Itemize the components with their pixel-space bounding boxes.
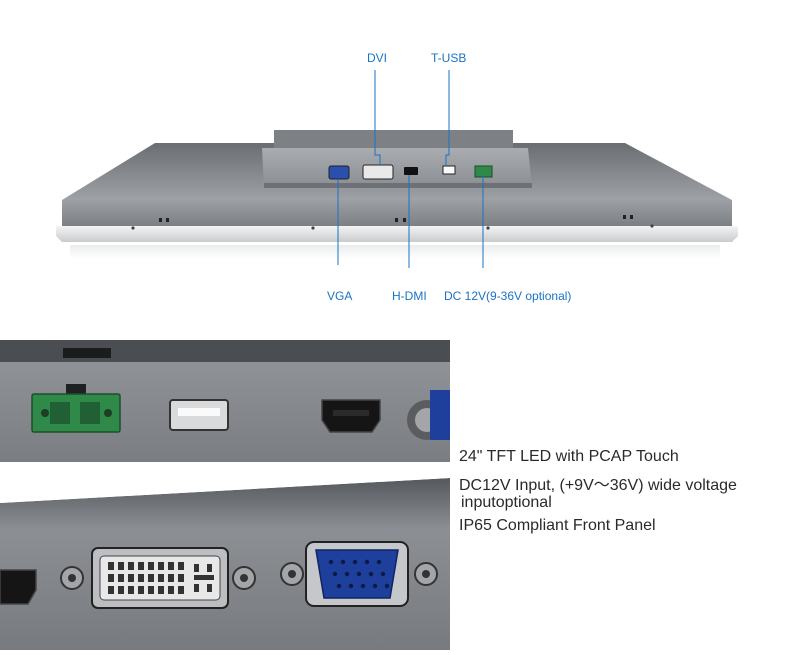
- monitor-rear-view: [56, 70, 738, 268]
- closeup-ports-top: [0, 340, 450, 462]
- screw-icon: [407, 390, 450, 440]
- spec-line-display: 24" TFT LED with PCAP Touch: [459, 448, 679, 465]
- vga-label: VGA: [327, 289, 353, 303]
- dvi-port-small-icon: [362, 164, 394, 180]
- spec-line-ip65: IP65 Compliant Front Panel: [459, 517, 656, 534]
- vga-port-icon: [280, 541, 438, 607]
- usb-port-icon: [169, 399, 229, 431]
- hdmi-port-partial-icon: [0, 569, 37, 605]
- usb-port-small-icon: [442, 165, 456, 175]
- dvi-label: DVI: [367, 51, 388, 65]
- vga-port-small-icon: [328, 165, 350, 180]
- spec-line-input: DC12V Input, (+9V～36V) wide voltage: [459, 477, 737, 494]
- dc-label: DC 12V(9-36V optional): [444, 289, 572, 303]
- dc-terminal-icon: [31, 384, 121, 433]
- tusb-label: T-USB: [431, 51, 467, 65]
- hdmi-label: H-DMI: [392, 289, 427, 303]
- dc-terminal-small-icon: [474, 165, 493, 178]
- hdmi-port-small-icon: [404, 167, 418, 175]
- hdmi-port-icon: [321, 399, 381, 433]
- dvi-port-icon: [60, 547, 256, 609]
- callout-lines: [337, 70, 484, 268]
- spec-line-input-cont: inputoptional: [461, 494, 552, 511]
- closeup-ports-bottom: [0, 478, 450, 650]
